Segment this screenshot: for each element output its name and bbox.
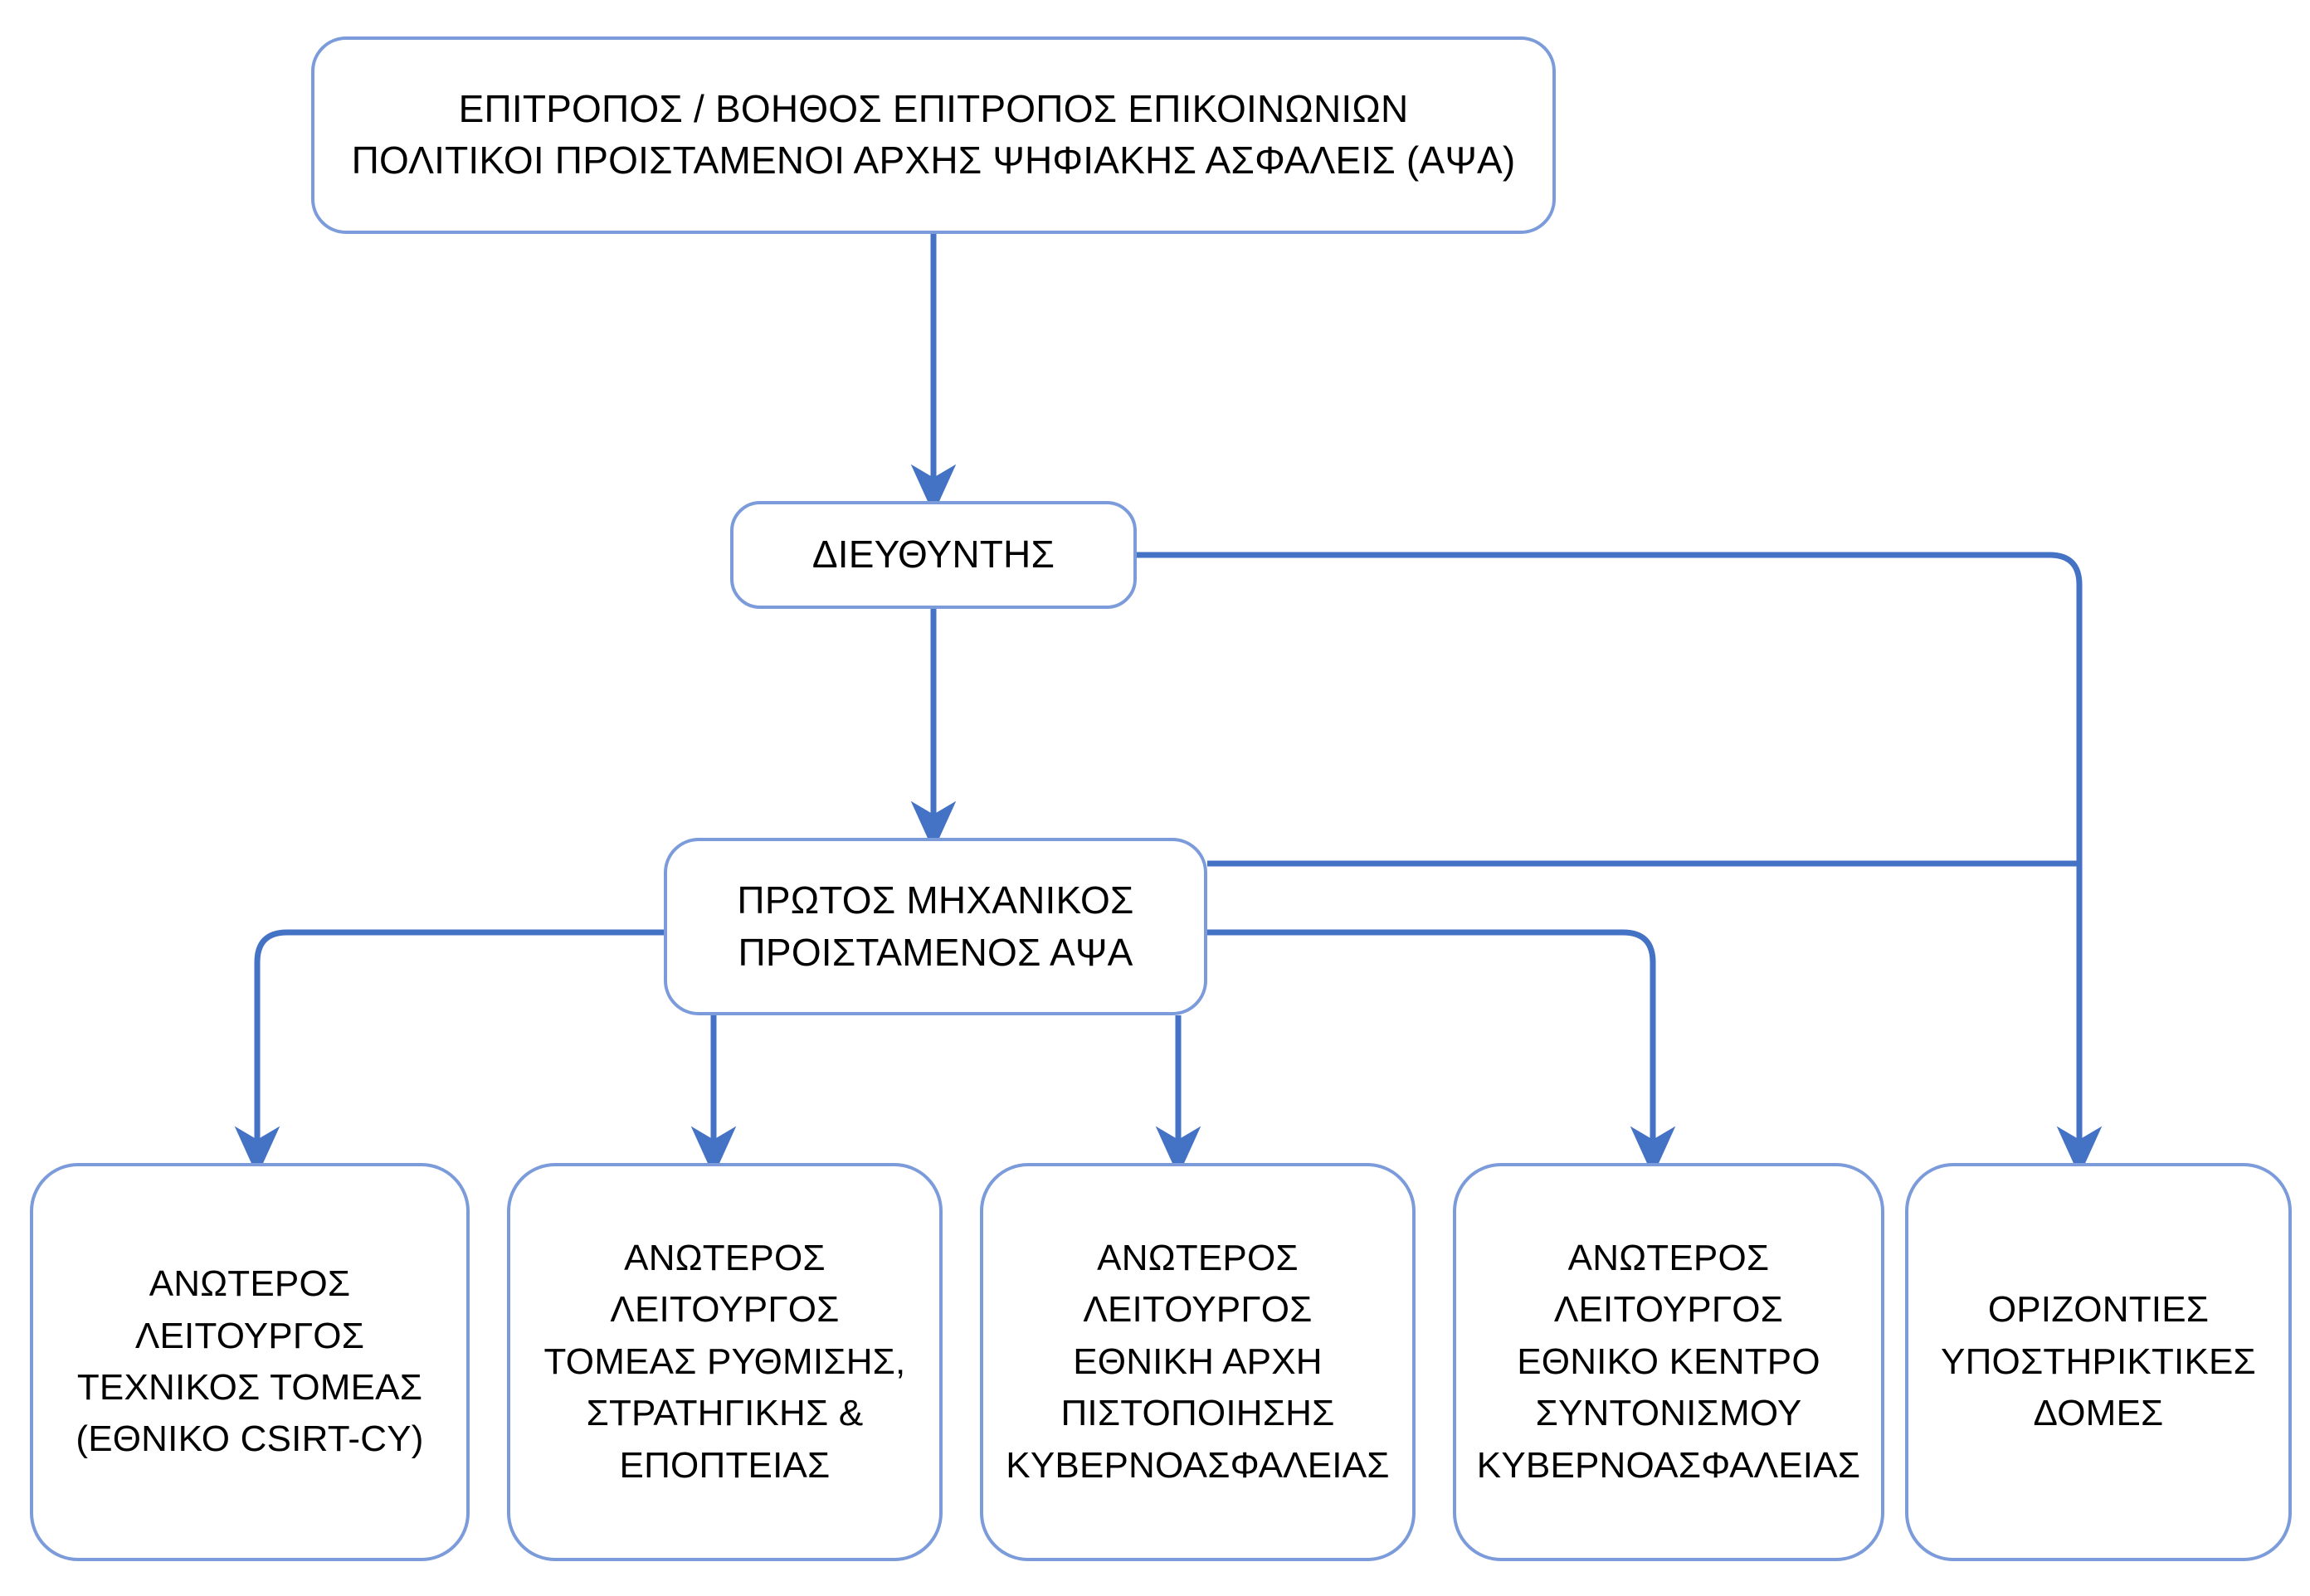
- node-regulation-strategy-supervision-label: ΑΝΩΤΕΡΟΣ ΛΕΙΤΟΥΡΓΟΣ ΤΟΜΕΑΣ ΡΥΘΜΙΣΗΣ, ΣΤΡ…: [543, 1237, 906, 1486]
- node-technical-sector[interactable]: ΑΝΩΤΕΡΟΣ ΛΕΙΤΟΥΡΓΟΣ ΤΕΧΝΙΚΟΣ ΤΟΜΕΑΣ (ΕΘΝ…: [30, 1163, 470, 1561]
- node-national-coordination-centre[interactable]: ΑΝΩΤΕΡΟΣ ΛΕΙΤΟΥΡΓΟΣ ΕΘΝΙΚΟ ΚΕΝΤΡΟ ΣΥΝΤΟΝ…: [1453, 1163, 1884, 1561]
- node-technical-sector-label: ΑΝΩΤΕΡΟΣ ΛΕΙΤΟΥΡΓΟΣ ΤΕΧΝΙΚΟΣ ΤΟΜΕΑΣ (ΕΘΝ…: [76, 1263, 424, 1460]
- connector-chief-engineer-to-coordination-centre: [1207, 929, 1676, 1176]
- node-national-certification-authority[interactable]: ΑΝΩΤΕΡΟΣ ΛΕΙΤΟΥΡΓΟΣ ΕΘΝΙΚΗ ΑΡΧΗ ΠΙΣΤΟΠΟΙ…: [980, 1163, 1416, 1561]
- node-commissioner[interactable]: ΕΠΙΤΡΟΠΟΣ / ΒΟΗΘΟΣ ΕΠΙΤΡΟΠΟΣ ΕΠΙΚΟΙΝΩΝΙΩ…: [311, 36, 1556, 234]
- node-director-label: ΔΙΕΥΘΥΝΤΗΣ: [811, 533, 1055, 577]
- node-horizontal-support-structures-label: ΟΡΙΖΟΝΤΙΕΣ ΥΠΟΣΤΗΡΙΚΤΙΚΕΣ ΔΟΜΕΣ: [1941, 1289, 2256, 1434]
- node-regulation-strategy-supervision[interactable]: ΑΝΩΤΕΡΟΣ ΛΕΙΤΟΥΡΓΟΣ ΤΟΜΕΑΣ ΡΥΘΜΙΣΗΣ, ΣΤΡ…: [507, 1163, 943, 1561]
- connector-director-to-horizontal-support: [1137, 552, 2103, 1176]
- node-commissioner-label: ΕΠΙΤΡΟΠΟΣ / ΒΟΗΘΟΣ ΕΠΙΤΡΟΠΟΣ ΕΠΙΚΟΙΝΩΝΙΩ…: [351, 87, 1516, 182]
- connector-chief-engineer-to-technical-sector: [234, 929, 664, 1176]
- node-chief-engineer-label: ΠΡΩΤΟΣ ΜΗΧΑΝΙΚΟΣ ΠΡΟΙΣΤΑΜΕΝΟΣ ΑΨΑ: [737, 878, 1134, 974]
- node-horizontal-support-structures[interactable]: ΟΡΙΖΟΝΤΙΕΣ ΥΠΟΣΤΗΡΙΚΤΙΚΕΣ ΔΟΜΕΣ: [1905, 1163, 2292, 1561]
- node-director[interactable]: ΔΙΕΥΘΥΝΤΗΣ: [730, 501, 1137, 609]
- node-national-coordination-centre-label: ΑΝΩΤΕΡΟΣ ΛΕΙΤΟΥΡΓΟΣ ΕΘΝΙΚΟ ΚΕΝΤΡΟ ΣΥΝΤΟΝ…: [1476, 1237, 1861, 1486]
- node-chief-engineer[interactable]: ΠΡΩΤΟΣ ΜΗΧΑΝΙΚΟΣ ΠΡΟΙΣΤΑΜΕΝΟΣ ΑΨΑ: [664, 838, 1207, 1015]
- node-national-certification-authority-label: ΑΝΩΤΕΡΟΣ ΛΕΙΤΟΥΡΓΟΣ ΕΘΝΙΚΗ ΑΡΧΗ ΠΙΣΤΟΠΟΙ…: [1006, 1237, 1390, 1486]
